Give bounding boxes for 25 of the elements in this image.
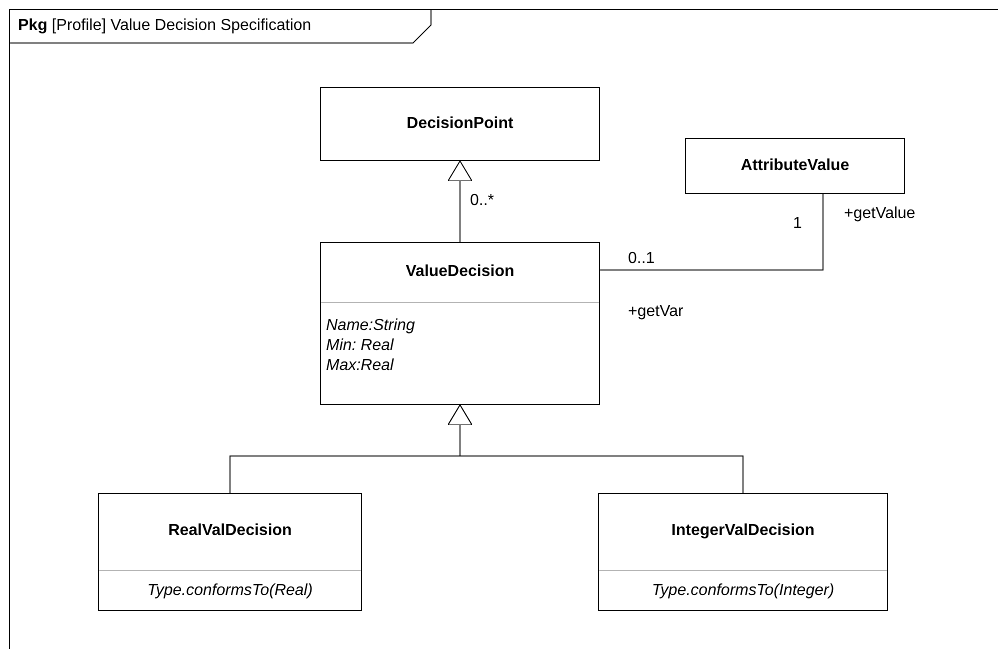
attribute-text: Max:Real bbox=[326, 357, 394, 375]
class-box bbox=[320, 87, 600, 161]
attribute-text: Type.conformsTo(Real) bbox=[146, 582, 314, 600]
attribute-text: Name:String bbox=[326, 317, 415, 335]
role-label: +getValue bbox=[844, 205, 916, 223]
frame-title: Pkg [Profile] Value Decision Specification bbox=[18, 17, 312, 35]
class-name: AttributeValue bbox=[740, 157, 850, 175]
class-box bbox=[598, 493, 888, 611]
package-frame bbox=[9, 9, 998, 649]
class-box bbox=[98, 493, 362, 611]
multiplicity-label: 1 bbox=[793, 215, 802, 233]
class-name: DecisionPoint bbox=[406, 115, 514, 133]
class-box bbox=[320, 242, 600, 405]
generalization-arrow bbox=[448, 404, 744, 494]
multiplicity-label: 0..* bbox=[470, 192, 494, 210]
class-name: RealValDecision bbox=[167, 522, 293, 540]
class-name: ValueDecision bbox=[404, 262, 516, 280]
class-name: IntegerValDecision bbox=[670, 522, 816, 540]
class-box bbox=[685, 138, 905, 194]
association-line bbox=[600, 194, 824, 270]
attribute-text: Type.conformsTo(Integer) bbox=[650, 582, 836, 600]
generalization-arrow bbox=[448, 160, 472, 242]
attribute-text: Min: Real bbox=[326, 337, 394, 355]
multiplicity-label: 0..1 bbox=[628, 250, 655, 268]
role-label: +getVar bbox=[628, 303, 684, 321]
